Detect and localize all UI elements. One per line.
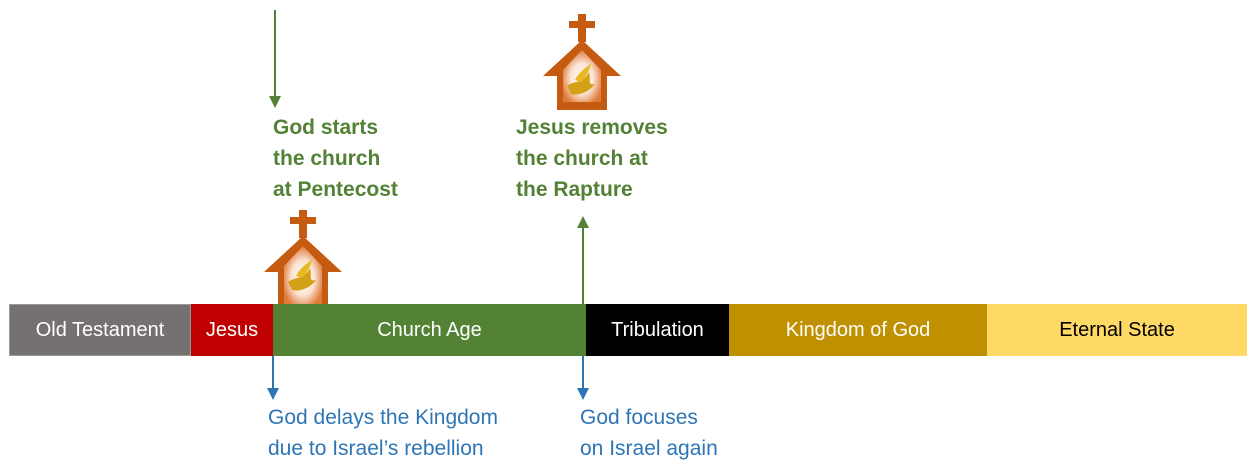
note-line: God delays the Kingdom [268,406,498,429]
note-line: on Israel again [580,437,718,460]
arrow-up-rapture [577,216,589,304]
arrow-down-delay [267,356,279,400]
israel-focus-note: God focuses on Israel again [580,402,718,464]
note-line: the church [273,147,381,170]
segment-kingdom-of-god: Kingdom of God [729,304,987,356]
arrow-down-start [269,10,281,108]
note-line: due to Israel’s rebellion [268,437,484,460]
rapture-note: Jesus removes the church at the Rapture [516,112,668,205]
note-line: at Pentecost [273,178,398,201]
segment-jesus: Jesus [191,304,273,356]
note-line: the church at [516,147,648,170]
segment-tribulation: Tribulation [586,304,729,356]
note-line: Jesus removes [516,116,668,139]
segment-old-testament: Old Testament [9,304,191,356]
note-line: the Rapture [516,178,633,201]
segment-church-age: Church Age [273,304,586,356]
church-dove-icon [264,210,342,304]
segment-eternal-state: Eternal State [987,304,1247,356]
arrow-down-focus [577,356,589,400]
note-line: God starts [273,116,379,139]
kingdom-delay-note: God delays the Kingdom due to Israel’s r… [268,402,498,464]
church-dove-icon [543,14,621,110]
note-line: God focuses [580,406,698,429]
church-start-note: God starts the church at Pentecost [273,112,398,205]
timeline-bar: Old Testament Jesus Church Age Tribulati… [9,304,1247,356]
